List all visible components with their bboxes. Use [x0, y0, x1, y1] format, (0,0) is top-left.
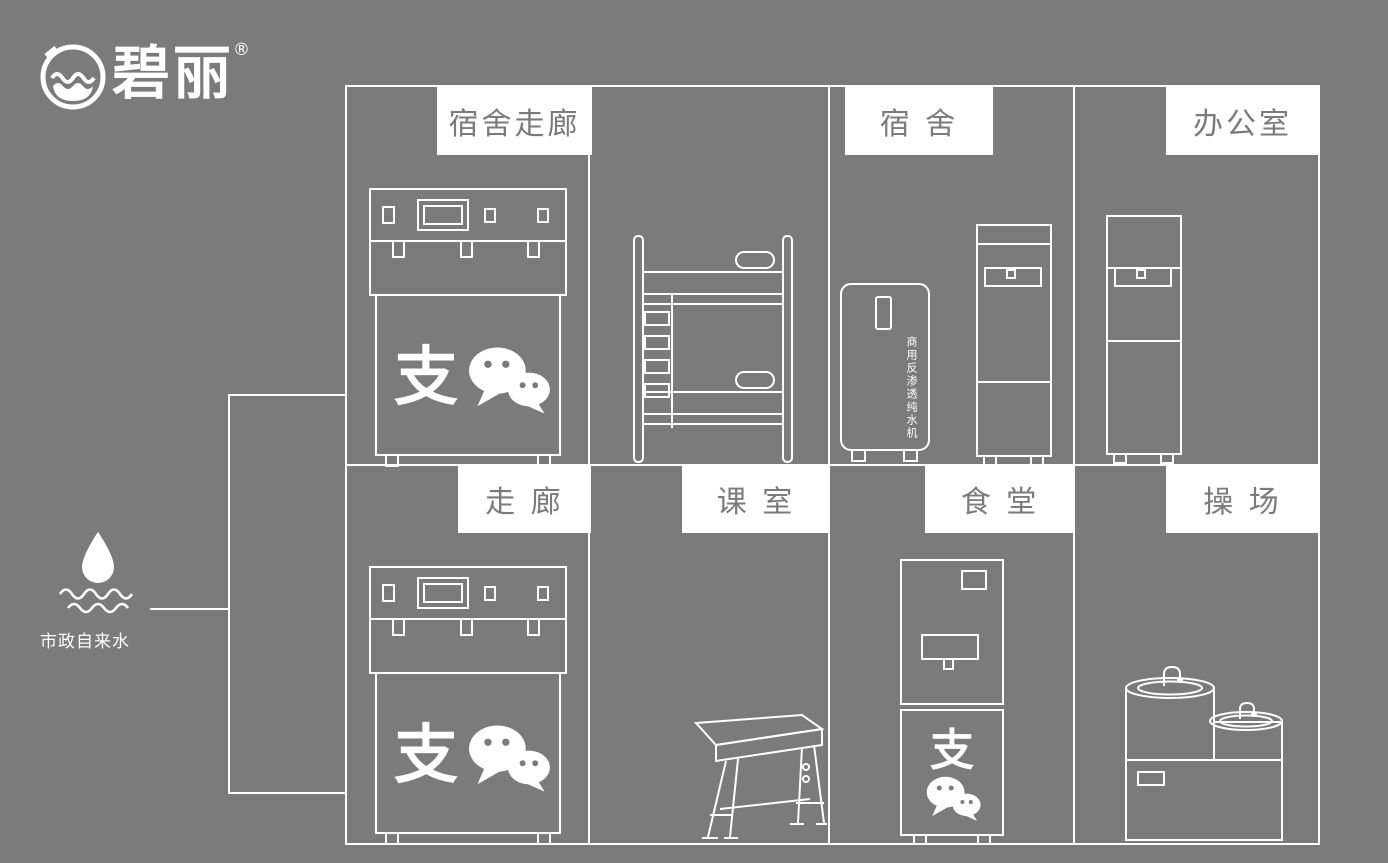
water-dispenser-dormitory — [976, 224, 1052, 466]
room-label-dorm-corridor: 宿舍走廊 — [437, 86, 592, 155]
pipe-branch-bottom — [228, 792, 346, 794]
ro-machine-label: 商用反渗透纯水机 — [905, 336, 918, 440]
outdoor-fountain-drawing — [1125, 665, 1283, 841]
wechat-icon — [469, 347, 550, 414]
registered-trademark-icon: ® — [233, 40, 250, 60]
drinking-machine-canteen: 支 — [900, 559, 1004, 845]
room-label-canteen: 食 堂 — [925, 464, 1075, 533]
alipay-icon: 支 — [930, 725, 974, 776]
wechat-icon — [469, 725, 550, 792]
alipay-icon: 支 — [394, 719, 458, 793]
grid-border-left — [345, 85, 347, 845]
grid-divider-horizontal — [345, 464, 1320, 466]
room-label-playground: 操 场 — [1166, 464, 1319, 533]
grid-border-right — [1318, 85, 1320, 845]
bili-logo-icon — [40, 44, 106, 110]
pipe-from-source — [150, 608, 230, 610]
brand-name: 碧丽 — [112, 39, 235, 107]
school-desk-drawing — [693, 713, 827, 839]
room-label-dormitory: 宿 舍 — [845, 86, 993, 155]
water-dispenser-office — [1106, 215, 1182, 464]
drinking-machine-corridor: 支 — [369, 566, 567, 845]
grid-border-top — [345, 85, 1320, 87]
grid-border-bottom — [345, 843, 1320, 845]
wechat-icon — [926, 776, 981, 821]
drinking-machine-dorm-corridor: 支 — [369, 188, 567, 467]
room-label-office: 办公室 — [1166, 86, 1319, 155]
room-label-classroom: 课 室 — [682, 464, 830, 533]
water-droplet-waves-icon — [58, 532, 134, 614]
bunk-bed-drawing — [633, 235, 793, 463]
alipay-icon: 支 — [394, 341, 458, 415]
ro-purifier-drawing — [840, 283, 930, 462]
water-source-label: 市政自来水 — [40, 632, 130, 652]
pipe-branch-top — [230, 394, 346, 396]
room-label-corridor: 走 廊 — [458, 464, 591, 533]
pipe-vertical — [228, 394, 230, 794]
